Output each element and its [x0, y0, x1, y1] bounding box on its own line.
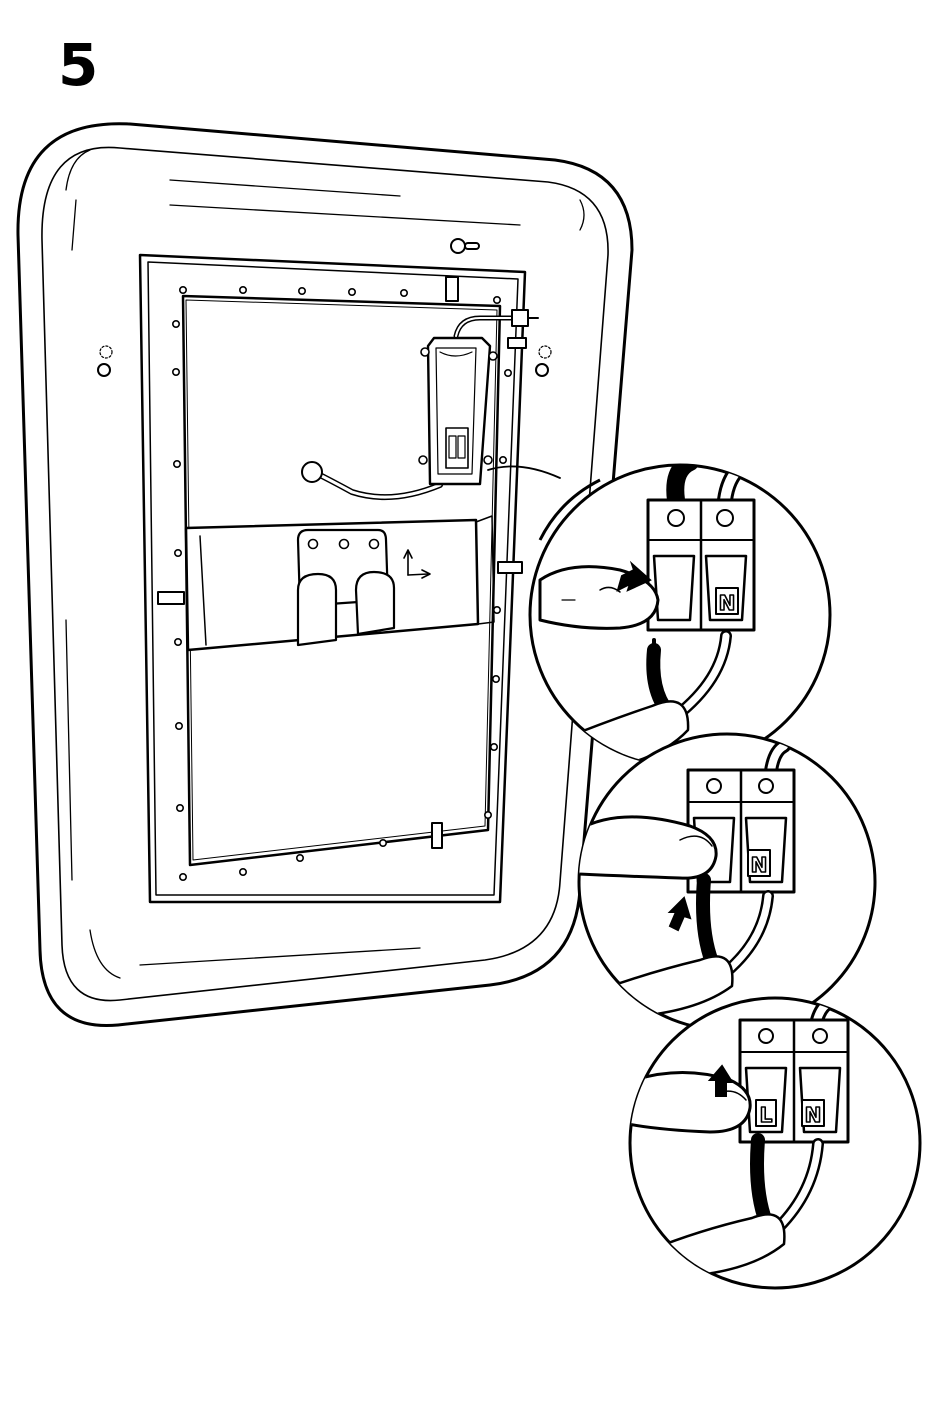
neutral-label: N [805, 1103, 822, 1127]
detail-2: N [578, 734, 875, 1030]
step-number: 5 [58, 30, 98, 100]
detail-1: N [530, 462, 830, 770]
neutral-label: N [719, 591, 736, 615]
live-label: L [760, 1103, 773, 1127]
neutral-label: N [751, 853, 768, 877]
detail-3: L N [628, 998, 920, 1288]
